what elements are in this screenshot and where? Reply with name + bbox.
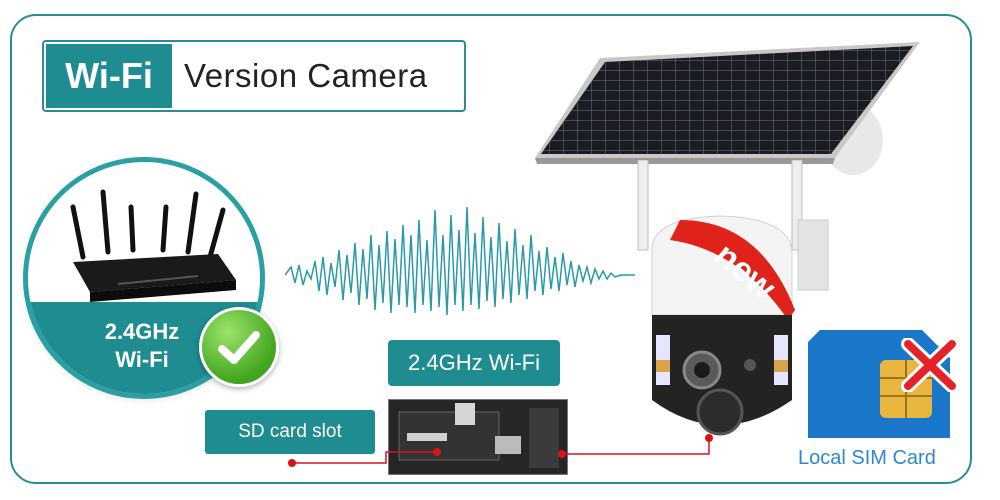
title-text: Version Camera	[184, 57, 428, 94]
sim-card-label: Local SIM Card	[798, 447, 936, 469]
sd-card-slot-icon	[388, 399, 568, 475]
wave-line	[285, 206, 635, 315]
cross-icon	[901, 338, 959, 392]
solar-panel-icon	[535, 42, 920, 175]
wave-icon	[285, 206, 635, 315]
router-icon	[70, 189, 236, 302]
camera-icon: new	[637, 160, 829, 436]
wifi-badge: 2.4GHz Wi-Fi	[388, 340, 560, 386]
router-label-line1: 2.4GHz	[104, 319, 180, 344]
title-banner: Wi-Fi Version Camera	[42, 40, 466, 112]
check-icon	[199, 307, 279, 387]
router-label-line2: Wi-Fi	[115, 347, 169, 372]
sd-card-badge: SD card slot	[205, 410, 375, 454]
router-label: 2.4GHz Wi-Fi	[82, 318, 202, 374]
title-highlight: Wi-Fi	[46, 44, 172, 108]
